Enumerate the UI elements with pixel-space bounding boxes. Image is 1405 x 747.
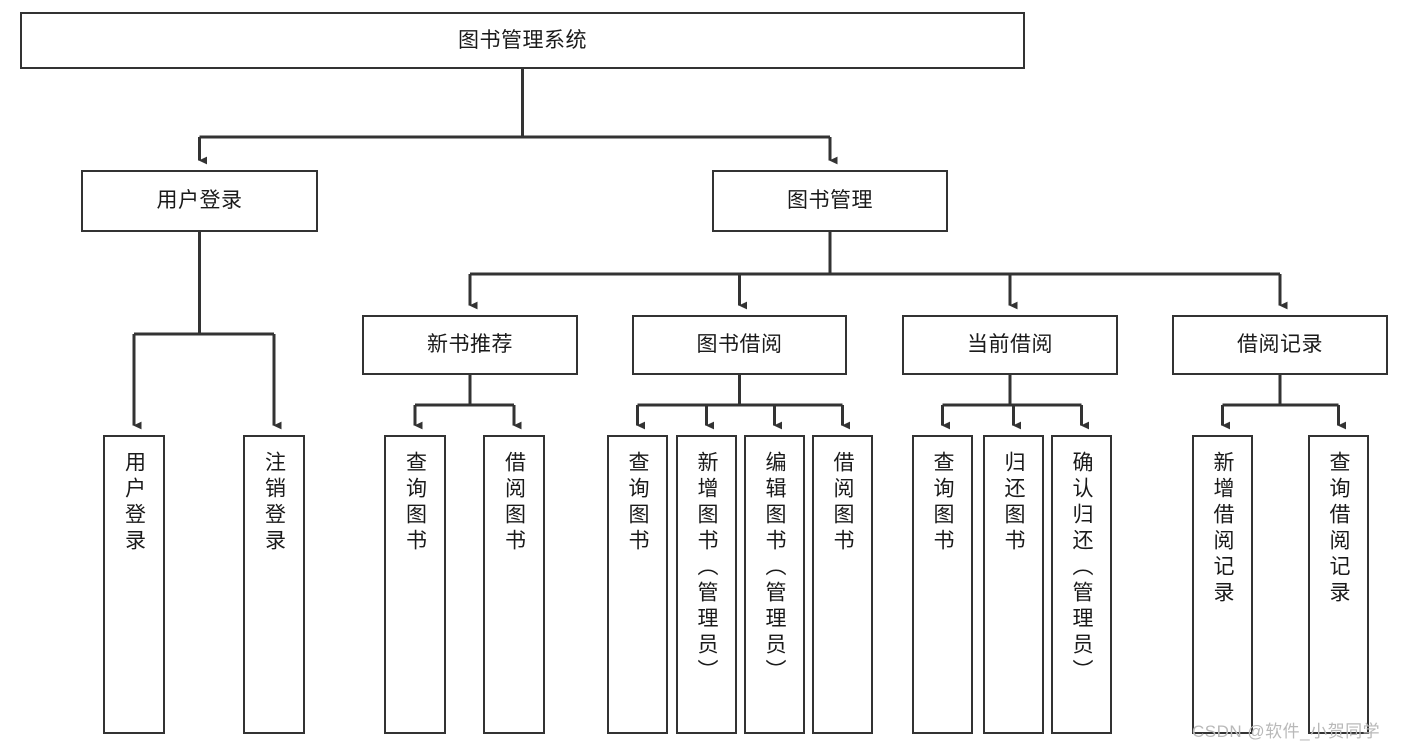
node-label: 查询图书 bbox=[403, 451, 427, 555]
node-label: 新增借阅记录 bbox=[1211, 451, 1234, 607]
node-leaf-bb-edit[interactable]: 编辑图书（管理员） bbox=[744, 435, 805, 734]
node-label: 查询图书 bbox=[931, 451, 954, 555]
node-leaf-cb-return[interactable]: 归还图书 bbox=[983, 435, 1044, 734]
node-label: 用户登录 bbox=[156, 189, 243, 213]
node-label: 编辑图书（管理员） bbox=[763, 451, 786, 685]
node-label: 确认归还（管理员） bbox=[1070, 451, 1093, 685]
node-leaf-cb-confirm[interactable]: 确认归还（管理员） bbox=[1051, 435, 1112, 734]
node-leaf-cb-query[interactable]: 查询图书 bbox=[912, 435, 973, 734]
node-leaf-br-query[interactable]: 查询借阅记录 bbox=[1308, 435, 1369, 734]
node-leaf-br-add[interactable]: 新增借阅记录 bbox=[1192, 435, 1253, 734]
node-label: 用户登录 bbox=[122, 451, 146, 555]
node-label: 归还图书 bbox=[1002, 451, 1025, 555]
node-label: 图书借阅 bbox=[696, 333, 783, 357]
node-label: 图书管理 bbox=[787, 189, 873, 213]
node-label: 当前借阅 bbox=[967, 333, 1053, 357]
node-label: 查询借阅记录 bbox=[1327, 451, 1350, 607]
node-leaf-user-login[interactable]: 用户登录 bbox=[103, 435, 165, 734]
node-leaf-user-logout[interactable]: 注销登录 bbox=[243, 435, 305, 734]
node-book-manage[interactable]: 图书管理 bbox=[712, 170, 948, 232]
node-leaf-bb-borrow[interactable]: 借阅图书 bbox=[812, 435, 873, 734]
node-label: 新增图书（管理员） bbox=[695, 451, 718, 685]
node-label: 查询图书 bbox=[626, 451, 649, 555]
node-current-borrow[interactable]: 当前借阅 bbox=[902, 315, 1118, 375]
node-new-book-rec[interactable]: 新书推荐 bbox=[362, 315, 578, 375]
node-leaf-rec-borrow[interactable]: 借阅图书 bbox=[483, 435, 545, 734]
node-label: 借阅记录 bbox=[1237, 333, 1323, 357]
csdn-watermark: CSDN @软件_小贺同学 bbox=[1192, 722, 1381, 741]
node-user-login[interactable]: 用户登录 bbox=[81, 170, 318, 232]
node-leaf-bb-query[interactable]: 查询图书 bbox=[607, 435, 668, 734]
node-leaf-bb-add[interactable]: 新增图书（管理员） bbox=[676, 435, 737, 734]
node-book-borrow[interactable]: 图书借阅 bbox=[632, 315, 847, 375]
node-leaf-rec-query[interactable]: 查询图书 bbox=[384, 435, 446, 734]
node-borrow-record[interactable]: 借阅记录 bbox=[1172, 315, 1388, 375]
node-label: 借阅图书 bbox=[502, 451, 526, 555]
node-root[interactable]: 图书管理系统 bbox=[20, 12, 1025, 69]
node-label: 图书管理系统 bbox=[458, 28, 587, 52]
node-label: 注销登录 bbox=[262, 451, 286, 555]
node-label: 借阅图书 bbox=[831, 451, 854, 555]
node-label: 新书推荐 bbox=[427, 333, 513, 357]
